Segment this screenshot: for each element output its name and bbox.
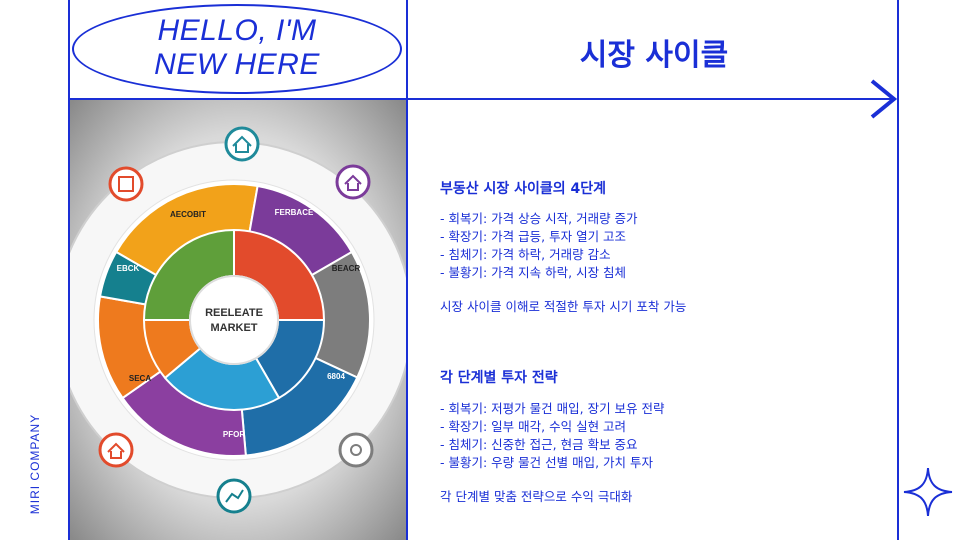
page-title: 시장 사이클 bbox=[579, 38, 729, 73]
left-border-line bbox=[68, 0, 70, 540]
chart-icon bbox=[216, 478, 252, 514]
section2-item: - 불황기: 우량 물건 선별 매입, 가치 투자 bbox=[440, 455, 654, 470]
inner-segments bbox=[142, 228, 326, 411]
sparkle-star-icon bbox=[903, 467, 953, 517]
segment-label: BEACR bbox=[332, 264, 361, 273]
right-border-line bbox=[897, 0, 899, 540]
segment-label: 6804 bbox=[327, 372, 345, 381]
header-bottom-line bbox=[68, 98, 408, 100]
hello-oval bbox=[72, 4, 402, 94]
house-icon bbox=[98, 432, 134, 468]
house-icon bbox=[224, 126, 260, 162]
hello-line-2: NEW HERE bbox=[154, 48, 320, 81]
arrow-head-icon bbox=[870, 79, 898, 119]
section1-item: - 불황기: 가격 지속 하락, 시장 침체 bbox=[440, 265, 627, 280]
segment-label: AECOBIT bbox=[170, 210, 206, 219]
section2-item: - 침체기: 신중한 접근, 현금 확보 중요 bbox=[440, 437, 638, 452]
brand-side-label: MIRI COMPANY bbox=[28, 413, 42, 515]
market-cycle-infographic: REELEATE MARKET AECOBIT FERBACE BEACR EB… bbox=[70, 100, 406, 540]
center-hub bbox=[189, 275, 279, 365]
arrow-shaft bbox=[406, 98, 894, 100]
center-divider-line bbox=[406, 0, 408, 540]
section2-item: - 확장기: 일부 매각, 수익 실현 고려 bbox=[440, 419, 627, 434]
hello-line-1: HELLO, I'M bbox=[157, 14, 317, 47]
center-label-1: REELEATE bbox=[205, 307, 263, 319]
segment-label: EBCK bbox=[117, 264, 140, 273]
center-label-2: MARKET bbox=[210, 322, 257, 334]
section2-summary: 각 단계별 맞춤 전략으로 수익 극대화 bbox=[440, 489, 633, 504]
section1-summary: 시장 사이클 이해로 적절한 투자 시기 포착 가능 bbox=[440, 299, 687, 314]
section1-item: - 침체기: 가격 하락, 거래량 감소 bbox=[440, 247, 611, 262]
section2-heading: 각 단계별 투자 전략 bbox=[440, 370, 558, 386]
building-icon bbox=[108, 166, 144, 202]
gear-icon bbox=[338, 432, 374, 468]
house-icon bbox=[335, 164, 371, 200]
segment-label: FERBACE bbox=[275, 208, 314, 217]
hello-text: HELLO, I'M NEW HERE bbox=[72, 14, 402, 82]
section1-item: - 확장기: 가격 급등, 투자 열기 고조 bbox=[440, 229, 627, 244]
infographic-svg: REELEATE MARKET AECOBIT FERBACE BEACR EB… bbox=[70, 100, 406, 540]
section1-item: - 회복기: 가격 상승 시작, 거래량 증가 bbox=[440, 211, 638, 226]
section1-heading: 부동산 시장 사이클의 4단계 bbox=[440, 181, 607, 197]
segment-label: SECA bbox=[129, 374, 151, 383]
segment-label: PFOR bbox=[223, 430, 245, 439]
section2-item: - 회복기: 저평가 물건 매입, 장기 보유 전략 bbox=[440, 401, 665, 416]
